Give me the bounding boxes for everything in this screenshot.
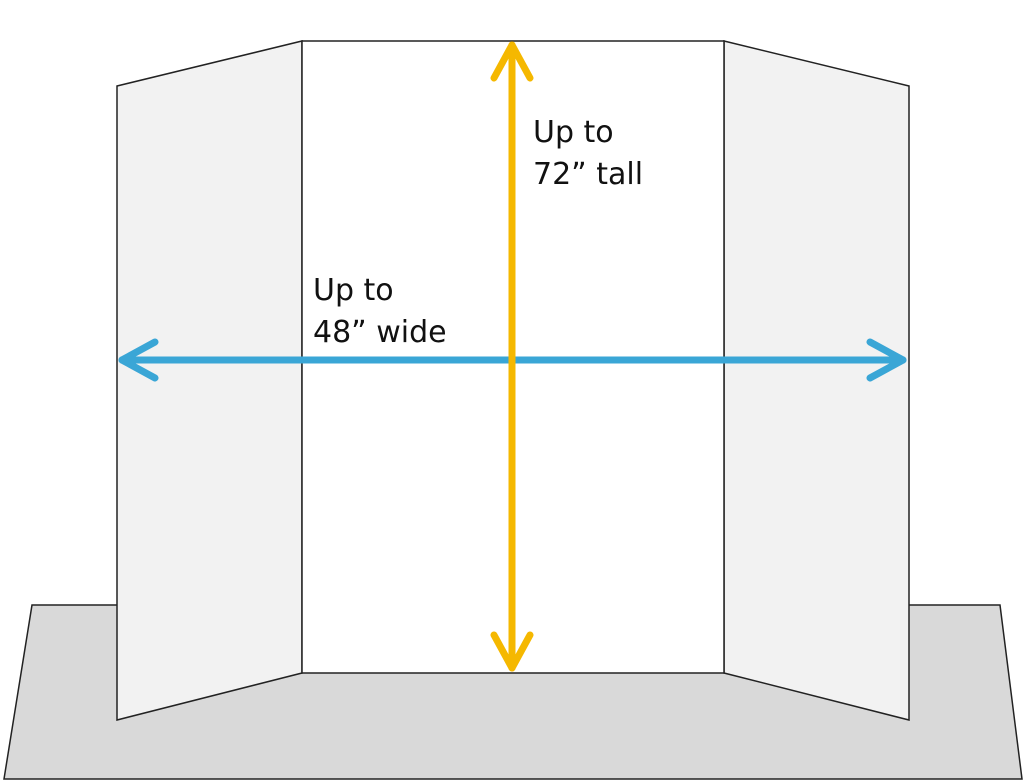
height-label-line1: Up to bbox=[533, 115, 614, 150]
left-board-panel bbox=[116, 40, 303, 721]
right-board-panel bbox=[723, 40, 910, 721]
width-label-line1: Up to bbox=[313, 273, 394, 308]
height-arrow bbox=[490, 41, 534, 672]
width-label-line2: 48” wide bbox=[313, 315, 447, 350]
height-label-line2: 72” tall bbox=[533, 157, 643, 192]
